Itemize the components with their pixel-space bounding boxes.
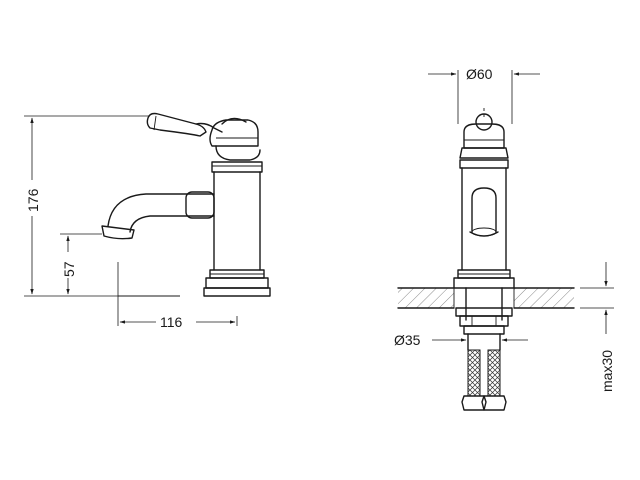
cartridge-head: [209, 117, 261, 161]
dimension-body-diameter: Ø60: [428, 64, 540, 124]
tap-body: [203, 161, 271, 297]
front-body: [453, 167, 515, 289]
spout: [101, 191, 215, 240]
lever-handle: [146, 112, 223, 137]
dim-label-116: 116: [160, 314, 183, 330]
side-view: [101, 112, 271, 297]
dimension-spout-height: 57: [58, 233, 102, 295]
front-view: [397, 108, 575, 411]
dim-label-176: 176: [25, 188, 41, 212]
dimension-shank-diameter: Ø35: [394, 332, 528, 348]
flexible-hoses: [461, 349, 507, 411]
dim-label-max30: max30: [599, 350, 615, 392]
dim-label-57: 57: [61, 261, 77, 277]
shank-assembly: [455, 287, 513, 351]
dim-label-o35: Ø35: [394, 332, 421, 348]
dim-label-o60: Ø60: [466, 66, 493, 82]
dimension-max-thickness: max30: [580, 262, 618, 394]
dimension-height-total: 176: [22, 115, 176, 297]
front-cap: [459, 113, 509, 169]
deck-section: [397, 287, 575, 309]
dimension-projection: 116: [117, 262, 238, 332]
